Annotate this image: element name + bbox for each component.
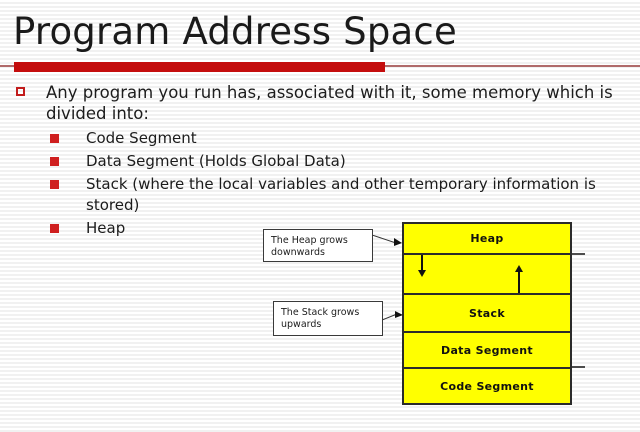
list-item-label: Stack (where the local variables and oth… <box>86 175 596 214</box>
list-item-data-segment: Data Segment (Holds Global Data) <box>0 151 640 172</box>
memory-band-label: Stack <box>469 306 505 320</box>
list-item-code-segment: Code Segment <box>0 128 640 149</box>
list-item-stack: Stack (where the local variables and oth… <box>0 174 640 216</box>
memory-band-label: Heap <box>470 232 504 245</box>
memory-band-label: Data Segment <box>441 343 533 357</box>
list-item-heap: Heap <box>0 218 640 239</box>
memory-band-data-segment: Data Segment <box>404 333 570 369</box>
leader-line-heap-icon <box>372 235 402 246</box>
heap-grows-down-arrow-icon <box>418 255 426 277</box>
memory-band-free-space <box>404 255 570 295</box>
page-title: Program Address Space <box>13 10 457 53</box>
bullet-square-filled-icon <box>50 224 59 233</box>
title-rule-accent <box>14 62 385 72</box>
list-item-label: Any program you run has, associated with… <box>46 83 613 123</box>
list-item-label: Code Segment <box>86 129 197 147</box>
annotation-heap-grows-downwards: The Heap grows downwards <box>263 229 373 262</box>
bullet-square-filled-icon <box>50 180 59 189</box>
memory-band-stack: Stack <box>404 295 570 333</box>
boundary-tick-data-segment-icon <box>572 366 585 368</box>
list-item-label: Data Segment (Holds Global Data) <box>86 152 346 170</box>
list-item-level1: Any program you run has, associated with… <box>0 82 640 124</box>
leader-line-stack-icon <box>382 311 403 321</box>
memory-band-heap: Heap <box>404 224 570 255</box>
memory-band-label: Code Segment <box>440 379 534 393</box>
annotation-stack-grows-upwards: The Stack grows upwards <box>273 301 383 336</box>
bullet-square-outline-icon <box>16 87 25 96</box>
stack-grows-up-arrow-icon <box>515 265 523 293</box>
boundary-tick-heap-icon <box>572 253 585 255</box>
memory-layout-diagram: Heap Stack Data Segment Code Segment <box>402 222 572 405</box>
list-item-label: Heap <box>86 219 126 237</box>
bullet-square-filled-icon <box>50 157 59 166</box>
bullet-square-filled-icon <box>50 134 59 143</box>
memory-band-code-segment: Code Segment <box>404 369 570 403</box>
bullet-list: Any program you run has, associated with… <box>0 82 640 239</box>
